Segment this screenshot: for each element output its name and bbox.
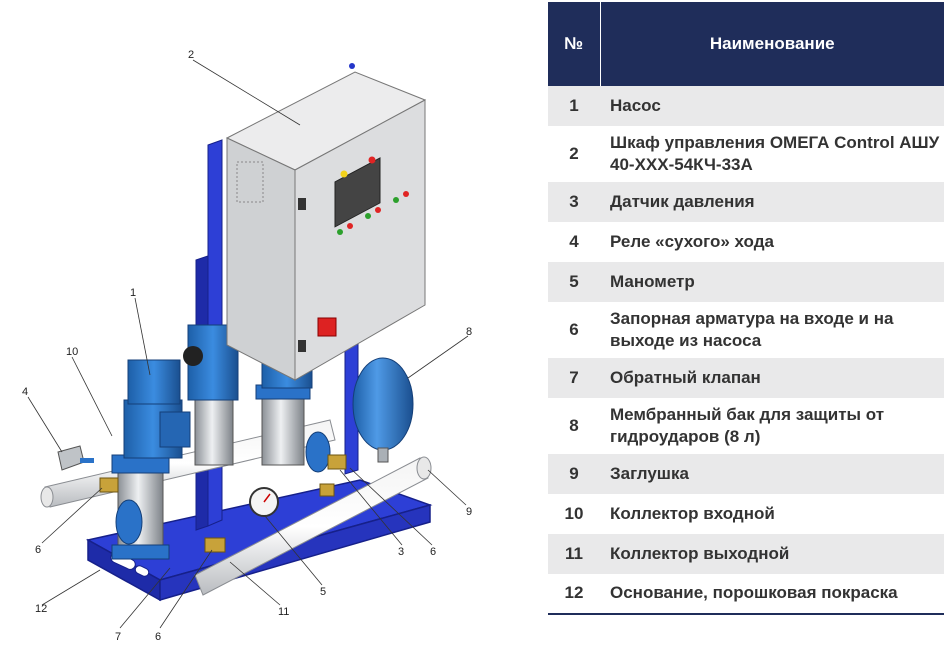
row-number: 1 <box>548 86 600 126</box>
row-name: Реле «сухого» хода <box>600 222 944 262</box>
row-number: 4 <box>548 222 600 262</box>
membrane-tank <box>352 357 414 463</box>
callout-labels: 2 1 10 4 6 12 7 6 5 11 3 6 8 9 <box>22 49 472 643</box>
row-number: 5 <box>548 262 600 302</box>
callout-2: 2 <box>188 49 194 61</box>
valves <box>99 454 347 553</box>
callout-6a: 6 <box>35 544 41 556</box>
callout-8: 8 <box>466 326 472 338</box>
row-name: Обратный клапан <box>600 358 944 398</box>
table-row: 9 Заглушка <box>548 454 944 494</box>
row-number: 2 <box>548 126 600 182</box>
table-row: 5 Манометр <box>548 262 944 302</box>
row-name: Запорная арматура на входе и на выходе и… <box>600 302 944 358</box>
row-name: Основание, порошковая покраска <box>600 574 944 615</box>
callout-12: 12 <box>35 603 47 615</box>
row-number: 11 <box>548 534 600 574</box>
row-number: 9 <box>548 454 600 494</box>
manometer <box>249 487 279 517</box>
pump-front <box>111 359 191 560</box>
callout-7: 7 <box>115 631 121 643</box>
table-row: 10 Коллектор входной <box>548 494 944 534</box>
row-number: 8 <box>548 398 600 454</box>
row-name: Датчик давления <box>600 182 944 222</box>
table-row: 11 Коллектор выходной <box>548 534 944 574</box>
callout-10: 10 <box>66 346 78 358</box>
row-name: Манометр <box>600 262 944 302</box>
row-name: Шкаф управления ОМЕГА Control АШУ 40-ХХХ… <box>600 126 944 182</box>
callout-6b: 6 <box>155 631 161 643</box>
table-row: 7 Обратный клапан <box>548 358 944 398</box>
row-number: 7 <box>548 358 600 398</box>
table-row: 8 Мембранный бак для защиты от гидроудар… <box>548 398 944 454</box>
output-collector <box>194 456 432 596</box>
table-row: 12 Основание, порошковая покраска <box>548 574 944 615</box>
callout-5: 5 <box>320 586 326 598</box>
header-name: Наименование <box>600 2 944 86</box>
row-number: 12 <box>548 574 600 615</box>
leader-lines <box>27 59 469 629</box>
callout-4: 4 <box>22 386 28 398</box>
control-cabinet <box>225 63 427 381</box>
callout-1: 1 <box>130 287 136 299</box>
row-name: Коллектор выходной <box>600 534 944 574</box>
row-number: 10 <box>548 494 600 534</box>
callout-3: 3 <box>398 546 404 558</box>
header-number: № <box>548 2 601 86</box>
row-name: Заглушка <box>600 454 944 494</box>
pump-middle <box>183 324 239 466</box>
row-number: 3 <box>548 182 600 222</box>
table-row: 3 Датчик давления <box>548 182 944 222</box>
callout-11: 11 <box>278 606 289 618</box>
row-name: Мембранный бак для защиты от гидроударов… <box>600 398 944 454</box>
table-row: 6 Запорная арматура на входе и на выходе… <box>548 302 944 358</box>
row-number: 6 <box>548 302 600 358</box>
dry-run-relay <box>57 445 94 471</box>
row-name: Насос <box>600 86 944 126</box>
table-row: 1 Насос <box>548 86 944 126</box>
components-table: № Наименование 1 Насос 2 Шкаф управления… <box>548 2 944 615</box>
pump-station-illustration: 2 1 10 4 6 12 7 6 5 11 3 6 8 9 <box>22 49 472 643</box>
table-row: 4 Реле «сухого» хода <box>548 222 944 262</box>
table-row: 2 Шкаф управления ОМЕГА Control АШУ 40-Х… <box>548 126 944 182</box>
callout-6c: 6 <box>430 546 436 558</box>
table-header-row: № Наименование <box>548 2 944 86</box>
callout-9: 9 <box>466 506 472 518</box>
row-name: Коллектор входной <box>600 494 944 534</box>
